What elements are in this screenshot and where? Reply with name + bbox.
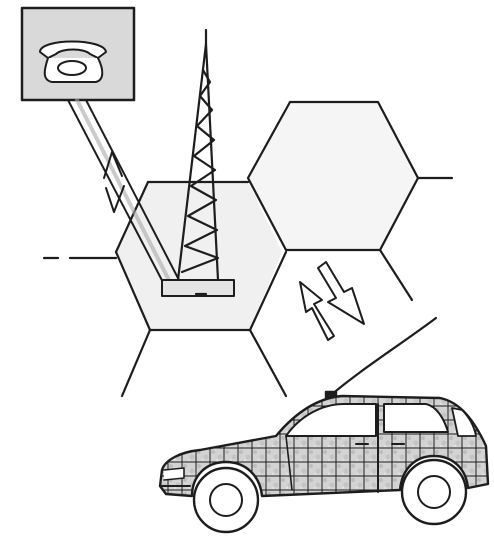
car-with-antenna-icon bbox=[160, 318, 488, 532]
car-wheel-front bbox=[194, 468, 258, 532]
uplink-arrow bbox=[300, 282, 334, 340]
telephone-icon bbox=[22, 8, 134, 100]
car-window-front bbox=[286, 404, 376, 436]
car-wheel-rear bbox=[402, 460, 466, 524]
hexagonal-cell-grid bbox=[44, 102, 452, 396]
downlink-arrow bbox=[318, 262, 364, 324]
two-way-radio-signal-arrows bbox=[300, 262, 364, 340]
